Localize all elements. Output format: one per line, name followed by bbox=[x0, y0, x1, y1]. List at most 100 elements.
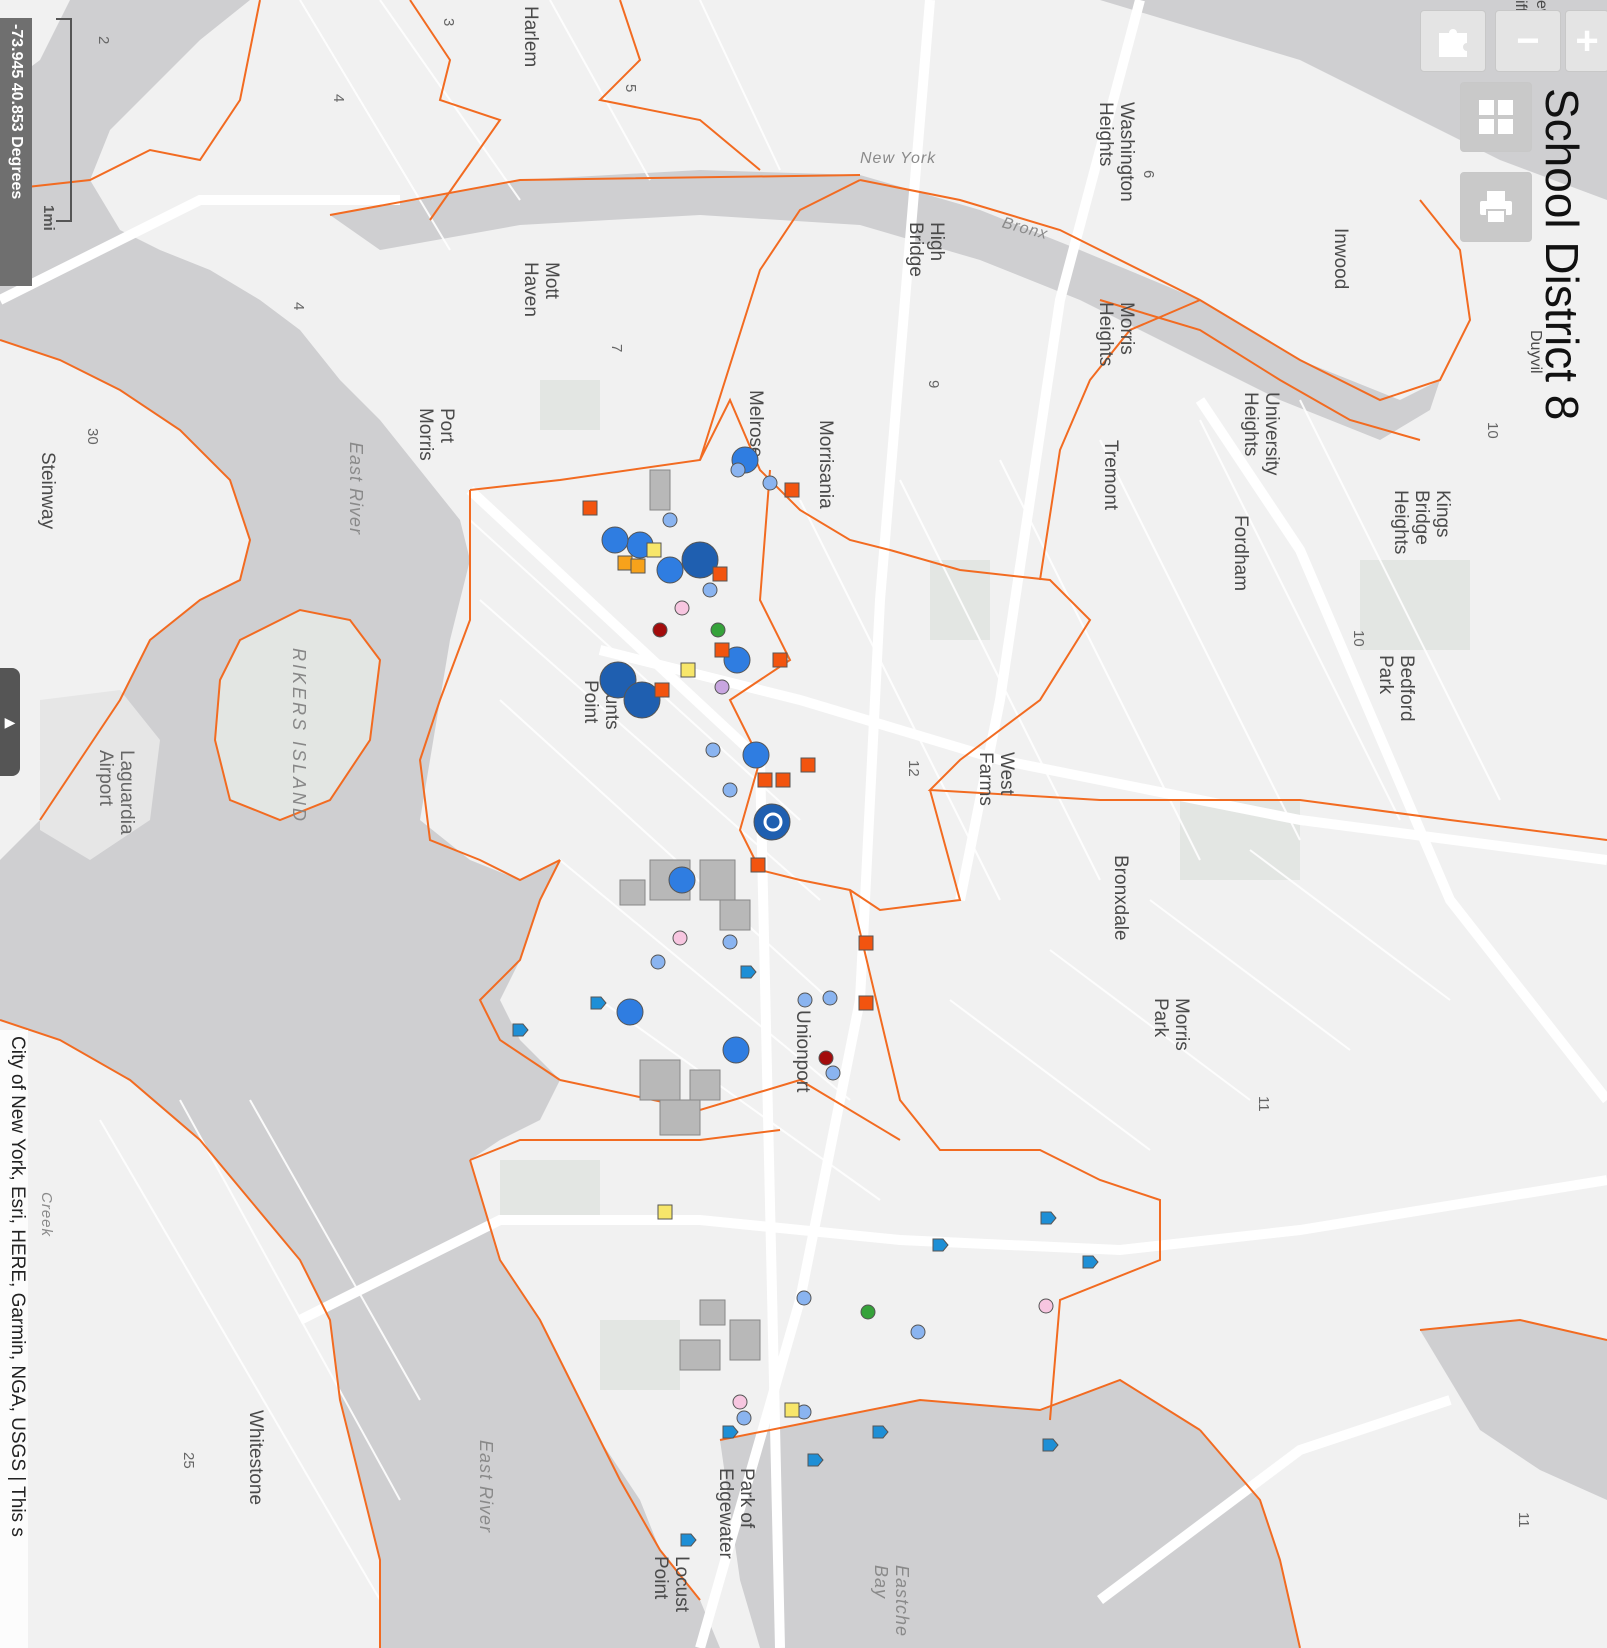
label-park-of-edgewater: Park of Edgewater bbox=[715, 1468, 757, 1559]
school-marker[interactable] bbox=[736, 1410, 752, 1426]
school-marker[interactable] bbox=[714, 642, 730, 658]
school-marker[interactable] bbox=[656, 556, 684, 584]
label-bedford-park: Bedford Park bbox=[1375, 655, 1417, 722]
school-marker[interactable] bbox=[732, 1394, 748, 1410]
school-marker[interactable] bbox=[757, 772, 773, 788]
school-marker[interactable] bbox=[710, 622, 726, 638]
school-marker[interactable] bbox=[858, 935, 874, 951]
school-marker[interactable] bbox=[599, 661, 637, 699]
school-marker[interactable] bbox=[730, 462, 746, 478]
school-marker[interactable] bbox=[712, 566, 728, 582]
school-marker[interactable] bbox=[512, 1023, 529, 1037]
school-marker[interactable] bbox=[590, 996, 607, 1010]
school-marker[interactable] bbox=[616, 998, 644, 1026]
school-marker[interactable] bbox=[681, 541, 719, 579]
label-eastchester-bay: Eastche Bay bbox=[871, 1565, 912, 1638]
chevron-right-icon: ▶ bbox=[4, 713, 16, 730]
basemap-gallery-button[interactable] bbox=[1460, 82, 1532, 152]
school-marker[interactable] bbox=[722, 1425, 739, 1439]
selected-marker-ring bbox=[763, 812, 783, 832]
label-locust-point: Locust Point bbox=[650, 1556, 692, 1612]
label-laguardia: Laguardia Airport bbox=[95, 750, 137, 835]
school-marker[interactable] bbox=[910, 1324, 926, 1340]
school-marker[interactable] bbox=[742, 741, 770, 769]
school-marker[interactable] bbox=[630, 558, 646, 574]
attribution-text: City of New York, Esri, HERE, Garmin, NG… bbox=[7, 1036, 28, 1537]
school-marker[interactable] bbox=[680, 1533, 697, 1547]
school-marker[interactable] bbox=[860, 1304, 876, 1320]
school-marker[interactable] bbox=[1038, 1298, 1054, 1314]
school-marker[interactable] bbox=[657, 1204, 673, 1220]
school-marker[interactable] bbox=[775, 772, 791, 788]
school-marker[interactable] bbox=[646, 542, 662, 558]
school-marker[interactable] bbox=[822, 990, 838, 1006]
school-marker[interactable] bbox=[784, 1402, 800, 1418]
school-marker[interactable] bbox=[617, 555, 633, 571]
school-marker[interactable] bbox=[650, 954, 666, 970]
school-marker[interactable] bbox=[674, 600, 690, 616]
school-marker[interactable] bbox=[722, 934, 738, 950]
school-marker[interactable] bbox=[753, 803, 791, 841]
locate-button[interactable] bbox=[1420, 10, 1486, 72]
school-marker[interactable] bbox=[662, 512, 678, 528]
plus-icon: + bbox=[1575, 18, 1599, 63]
district-number: 25 bbox=[180, 1452, 197, 1469]
district-number: 11 bbox=[1515, 1512, 1532, 1528]
label-west-farms: West Farms bbox=[975, 752, 1017, 806]
school-marker[interactable] bbox=[601, 526, 629, 554]
school-marker[interactable] bbox=[705, 742, 721, 758]
school-marker[interactable] bbox=[818, 1050, 834, 1066]
label-tremont: Tremont bbox=[1100, 440, 1121, 511]
school-marker[interactable] bbox=[797, 992, 813, 1008]
school-marker[interactable] bbox=[654, 682, 670, 698]
school-marker[interactable] bbox=[858, 995, 874, 1011]
school-marker[interactable] bbox=[1040, 1211, 1057, 1225]
school-marker[interactable] bbox=[762, 475, 778, 491]
school-marker[interactable] bbox=[825, 1065, 841, 1081]
school-marker[interactable] bbox=[872, 1425, 889, 1439]
school-marker[interactable] bbox=[672, 930, 688, 946]
side-panel-toggle[interactable]: ▶ bbox=[0, 668, 20, 776]
school-marker[interactable] bbox=[722, 1036, 750, 1064]
zoom-out-button[interactable]: − bbox=[1495, 10, 1561, 72]
label-east-river-1: East River bbox=[346, 442, 366, 536]
rikers-island bbox=[215, 610, 380, 820]
school-marker[interactable] bbox=[750, 857, 766, 873]
district-number: 9 bbox=[925, 380, 942, 389]
district-number: 4 bbox=[290, 302, 307, 311]
school-marker[interactable] bbox=[582, 500, 598, 516]
print-button[interactable] bbox=[1460, 172, 1532, 242]
school-marker[interactable] bbox=[652, 622, 668, 638]
water-harlem-river bbox=[330, 170, 1440, 440]
minus-icon: − bbox=[1516, 18, 1540, 63]
school-marker[interactable] bbox=[680, 662, 696, 678]
school-marker[interactable] bbox=[772, 652, 788, 668]
label-port-morris: Port Morris bbox=[415, 408, 457, 461]
school-marker[interactable] bbox=[932, 1238, 949, 1252]
school-marker[interactable] bbox=[796, 1290, 812, 1306]
school-marker[interactable] bbox=[740, 965, 757, 979]
label-east-river-2: East River bbox=[476, 1440, 496, 1534]
park bbox=[600, 1320, 680, 1390]
school-marker[interactable] bbox=[1042, 1438, 1059, 1452]
school-marker[interactable] bbox=[723, 646, 751, 674]
scale-label: 1mi bbox=[40, 205, 57, 231]
zoom-in-button[interactable]: + bbox=[1565, 10, 1607, 72]
school-marker[interactable] bbox=[702, 582, 718, 598]
school-marker[interactable] bbox=[784, 482, 800, 498]
label-steinway: Steinway bbox=[37, 452, 58, 530]
school-marker[interactable] bbox=[668, 866, 696, 894]
school-marker[interactable] bbox=[807, 1453, 824, 1467]
school-marker[interactable] bbox=[714, 679, 730, 695]
coordinate-text: -73.945 40.853 Degrees bbox=[8, 24, 25, 200]
school-marker[interactable] bbox=[623, 681, 661, 719]
school-marker[interactable] bbox=[800, 757, 816, 773]
school-marker[interactable] bbox=[1082, 1255, 1099, 1269]
school-marker[interactable] bbox=[722, 782, 738, 798]
district-number: 30 bbox=[84, 428, 101, 445]
district-number: 7 bbox=[608, 344, 625, 353]
district-number: 6 bbox=[1140, 170, 1157, 179]
